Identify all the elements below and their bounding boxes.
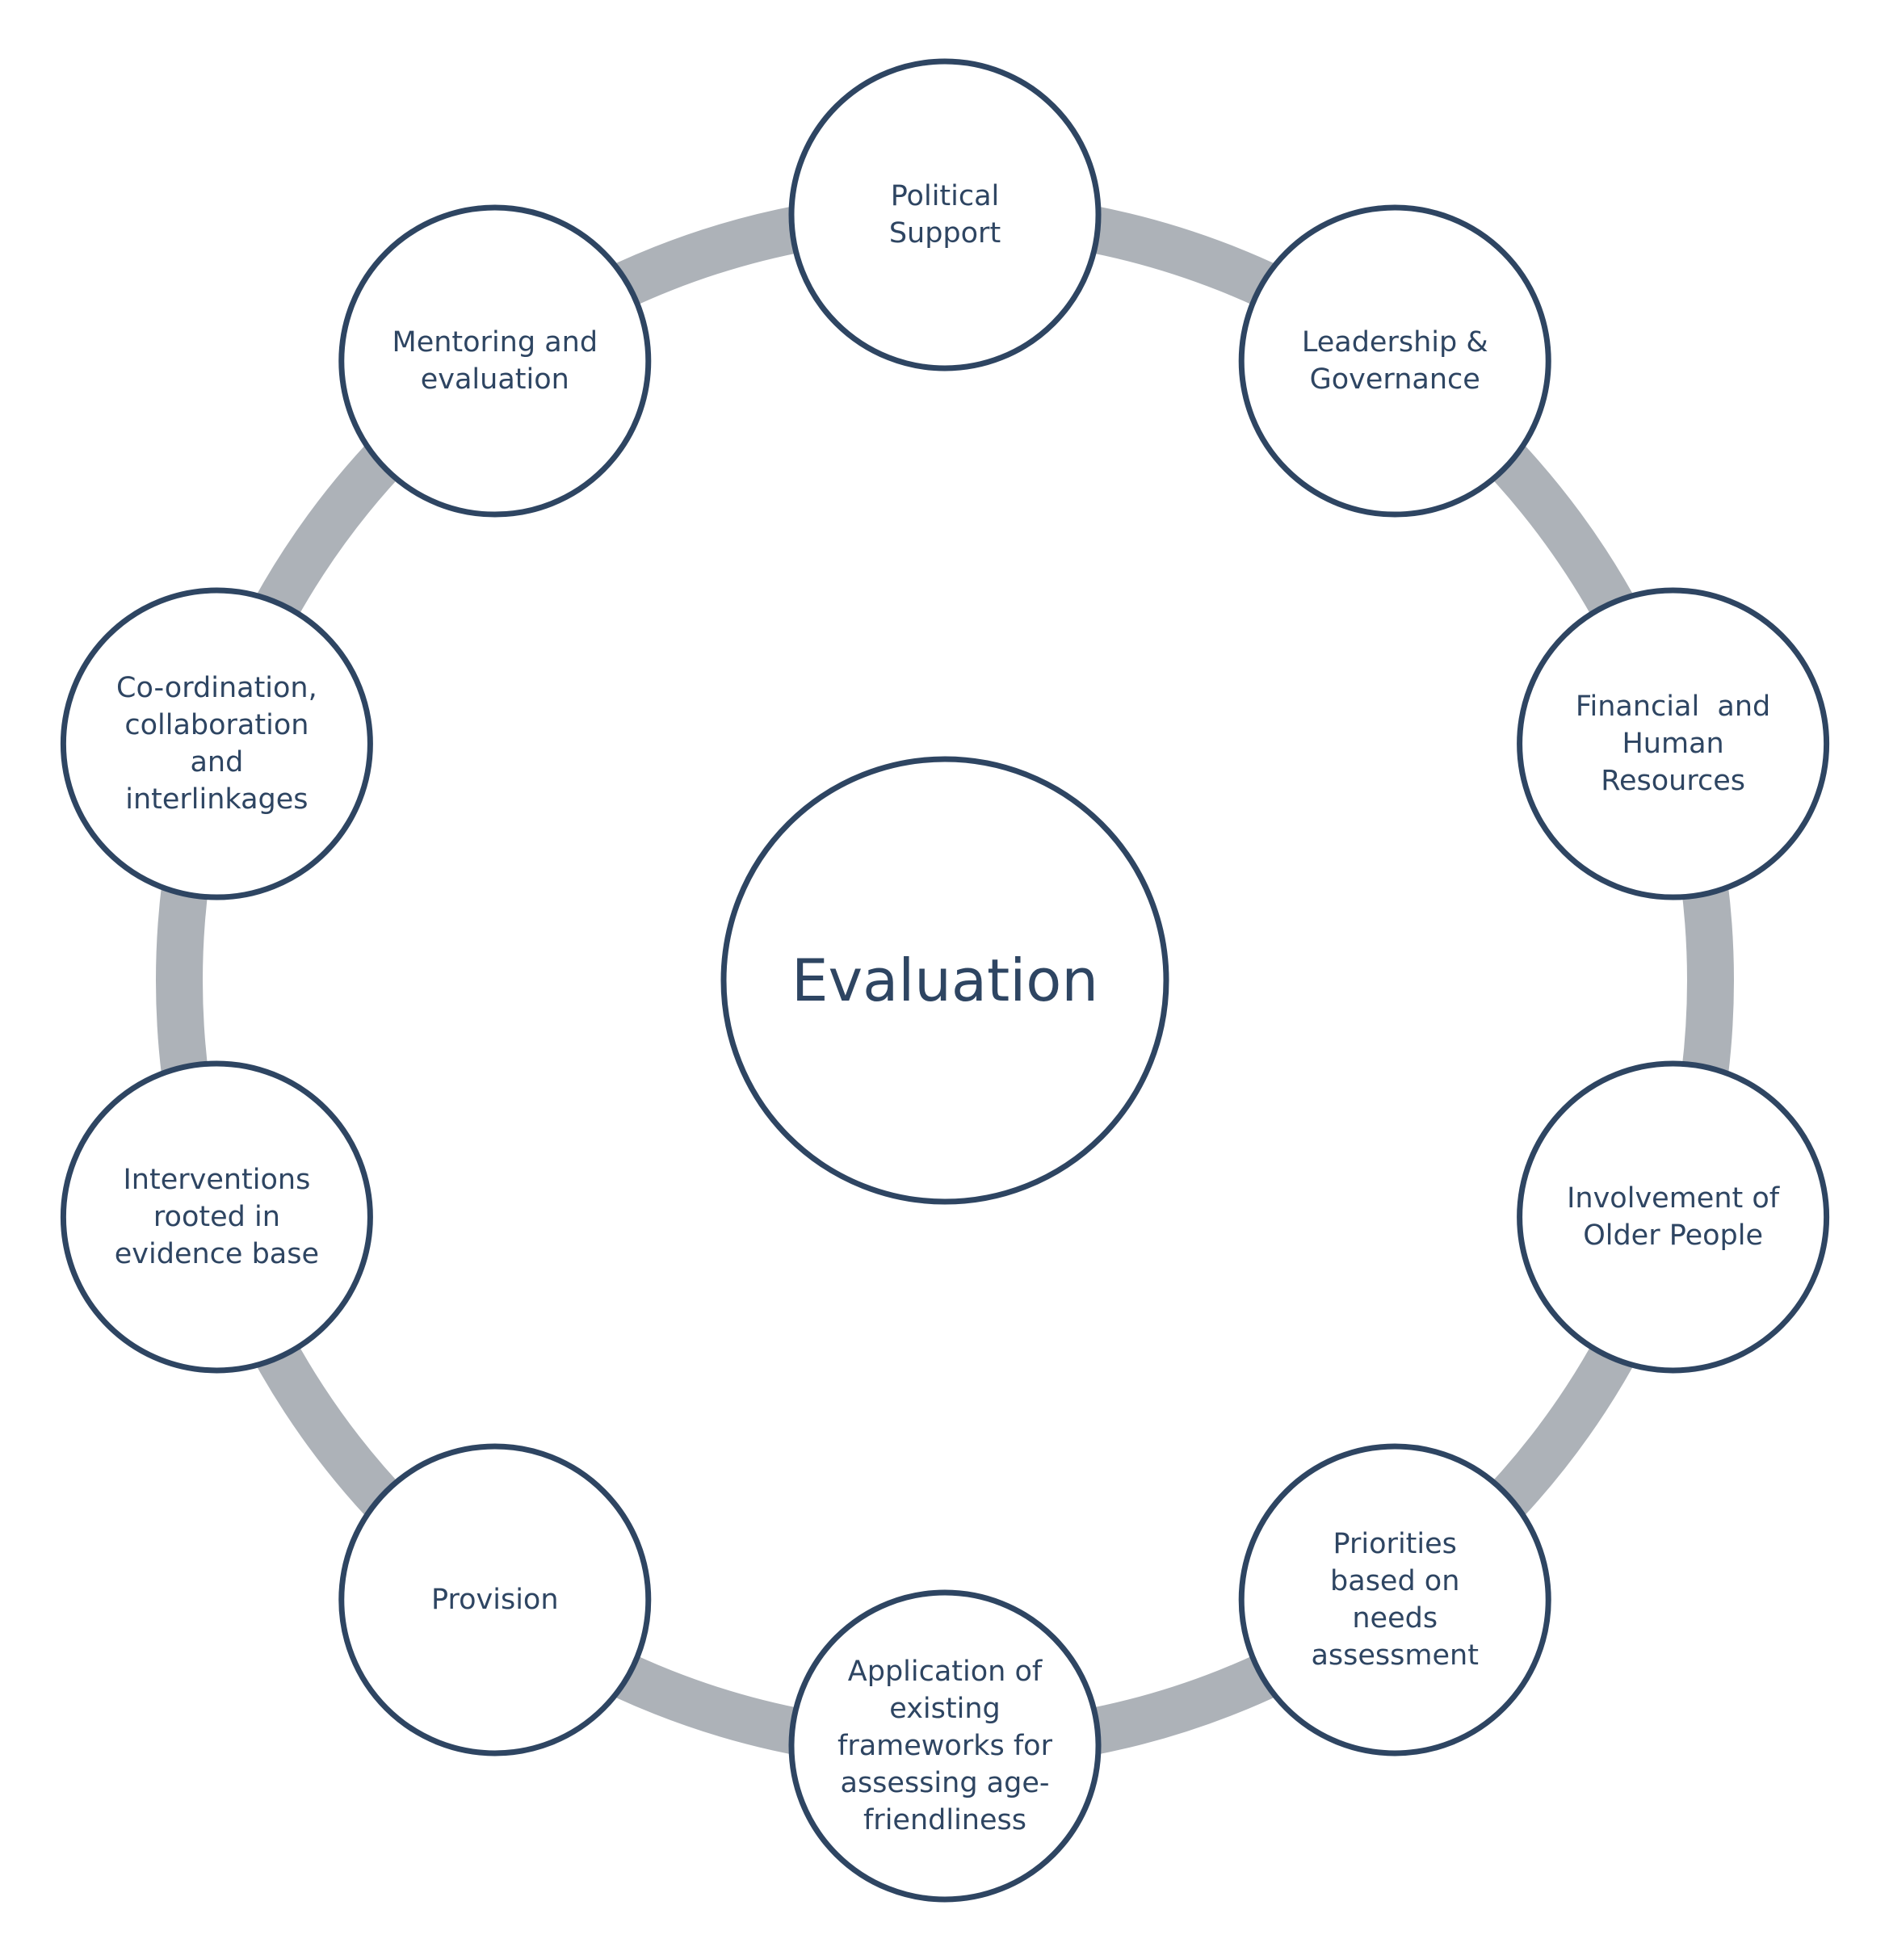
node-priorities-needs-assessment: Priorities based on needs assessment xyxy=(1238,1443,1551,1756)
node-label-line: Financial and xyxy=(1576,690,1770,723)
center-circle xyxy=(720,756,1169,1205)
node-label-line: Human xyxy=(1622,728,1723,760)
node-label: Leadership & Governance xyxy=(1302,326,1488,396)
node-label-line: Older People xyxy=(1583,1219,1763,1252)
node-label-line: Political xyxy=(891,180,1000,212)
node-label: Mentoring and evaluation xyxy=(392,326,598,396)
node-circle xyxy=(788,58,1102,371)
node-label-line: Provision xyxy=(431,1584,559,1616)
node-label: Interventions rooted in evidence base xyxy=(115,1164,319,1270)
node-provision: Provision xyxy=(338,1443,652,1756)
node-label-line: evaluation xyxy=(421,363,569,396)
node-label-line: based on xyxy=(1330,1565,1459,1597)
node-involvement-older-people: Involvement of Older People xyxy=(1517,1060,1830,1374)
node-circle xyxy=(338,204,652,518)
node-label-line: Interventions xyxy=(123,1164,310,1196)
center-node: Evaluation xyxy=(720,756,1169,1205)
node-application-frameworks: Application of existing frameworks for asse… xyxy=(788,1589,1102,1903)
node-label-line: and xyxy=(190,746,243,779)
node-mentoring-evaluation: Mentoring and evaluation xyxy=(338,204,652,518)
node-circle xyxy=(60,1060,373,1374)
node-label-line: assessing age- xyxy=(841,1767,1050,1799)
node-label: Involvement of Older People xyxy=(1567,1182,1780,1252)
node-label-line: Priorities xyxy=(1333,1528,1457,1560)
node-label-line: interlinkages xyxy=(125,783,308,816)
node-label-line: frameworks for xyxy=(837,1730,1053,1762)
node-label-line: Application of xyxy=(848,1656,1043,1688)
node-label-line: Involvement of xyxy=(1567,1182,1780,1215)
node-label-line: Leadership & xyxy=(1302,326,1488,359)
node-label-line: Resources xyxy=(1601,765,1745,797)
node-circle xyxy=(338,1443,652,1756)
node-label: Provision xyxy=(431,1584,559,1616)
node-circle xyxy=(1517,587,1830,900)
node-label-line: evidence base xyxy=(115,1238,319,1270)
node-circle xyxy=(1517,1060,1830,1374)
node-label-line: Co-ordination, xyxy=(116,672,317,704)
node-label-line: friendliness xyxy=(863,1804,1026,1836)
node-label-line: existing xyxy=(889,1693,1000,1725)
center-label: Evaluation xyxy=(791,946,1098,1014)
node-coordination-collaboration: Co-ordination, collaboration and interlinka… xyxy=(60,587,373,900)
node-label-line: assessment xyxy=(1311,1639,1478,1672)
node-circle xyxy=(1238,1443,1551,1756)
node-label-line: collaboration xyxy=(124,709,309,741)
node-label: Application of existing frameworks for asse… xyxy=(837,1656,1053,1836)
node-label-line: Support xyxy=(889,217,1001,250)
node-interventions-evidence-base: Interventions rooted in evidence base xyxy=(60,1060,373,1374)
node-label-line: Governance xyxy=(1310,363,1480,396)
node-label: Priorities based on needs assessment xyxy=(1311,1528,1478,1672)
node-label: Co-ordination, collaboration and interlinka… xyxy=(116,672,317,816)
node-circle xyxy=(60,587,373,900)
node-label-line: rooted in xyxy=(153,1201,280,1233)
node-circle xyxy=(1238,204,1551,518)
node-circle xyxy=(788,1589,1102,1903)
node-leadership-governance: Leadership & Governance xyxy=(1238,204,1551,518)
node-label-line: needs xyxy=(1352,1602,1438,1635)
node-label-line: Mentoring and xyxy=(392,326,598,359)
